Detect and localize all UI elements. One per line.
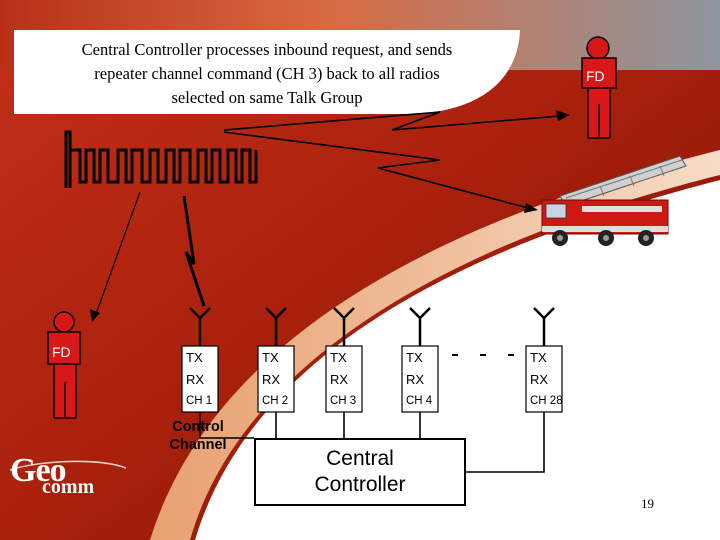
fd-label-top-right: FD bbox=[586, 68, 605, 84]
antenna-ch1 bbox=[189, 307, 211, 346]
fd-figure-top-right bbox=[581, 36, 617, 139]
control-channel-link bbox=[182, 195, 206, 307]
channel-label-3: CH 3 bbox=[330, 395, 357, 407]
caption-line-3: selected on same Talk Group bbox=[171, 88, 363, 107]
antenna-ch4 bbox=[409, 307, 431, 346]
central-controller-line-2: Controller bbox=[314, 473, 406, 496]
controller-wiring bbox=[199, 412, 545, 473]
tx-label-3: TX bbox=[330, 350, 347, 365]
repeater-box-ch28 bbox=[525, 345, 563, 413]
caption-line-2: repeater channel command (CH 3) back to … bbox=[94, 64, 440, 83]
lightning-link-top bbox=[223, 111, 561, 131]
slide-caption: Central Controller processes inbound req… bbox=[28, 38, 506, 110]
tx-label-2: TX bbox=[262, 350, 279, 365]
fd-label-left: FD bbox=[52, 344, 71, 360]
rx-label-2: RX bbox=[262, 372, 281, 387]
repeater-box-ch4 bbox=[401, 345, 439, 413]
page-number: 19 bbox=[641, 496, 654, 511]
channel-label-5: CH 28 bbox=[530, 395, 563, 407]
rx-label-5: RX bbox=[530, 372, 549, 387]
fire-truck-image bbox=[541, 155, 687, 246]
central-controller-box: Central Controller bbox=[254, 438, 466, 506]
tx-label-4: TX bbox=[406, 350, 423, 365]
repeater-box-ch1 bbox=[181, 345, 219, 413]
antenna-ch2 bbox=[265, 307, 287, 346]
rx-label-1: RX bbox=[186, 372, 205, 387]
link-left-fd bbox=[95, 191, 141, 315]
central-controller-line-1: Central bbox=[326, 447, 394, 470]
rx-label-4: RX bbox=[406, 372, 425, 387]
tx-label-1: TX bbox=[186, 350, 203, 365]
logo-text-comm: comm bbox=[42, 476, 95, 498]
control-channel-line-2: Channel bbox=[169, 437, 227, 453]
channel-label-2: CH 2 bbox=[262, 395, 289, 407]
fd-figure-left bbox=[47, 311, 81, 419]
lightning-link-truck bbox=[223, 131, 529, 209]
control-channel-line-1: Control bbox=[172, 419, 224, 435]
control-channel-label: Control Channel bbox=[158, 418, 238, 454]
rx-label-3: RX bbox=[330, 372, 349, 387]
geocomm-logo-mark bbox=[9, 460, 127, 471]
signal-waveform bbox=[64, 130, 258, 188]
geocomm-logo: Geo comm bbox=[8, 452, 128, 502]
caption-line-1: Central Controller processes inbound req… bbox=[81, 40, 453, 59]
repeater-box-ch2 bbox=[257, 345, 295, 413]
antenna-ch3 bbox=[333, 307, 355, 346]
antenna-ch28 bbox=[533, 307, 555, 346]
logo-text-geo: Geo bbox=[10, 452, 67, 489]
tx-label-5: TX bbox=[530, 350, 547, 365]
channel-label-4: CH 4 bbox=[406, 395, 433, 407]
channel-label-1: CH 1 bbox=[186, 395, 213, 407]
